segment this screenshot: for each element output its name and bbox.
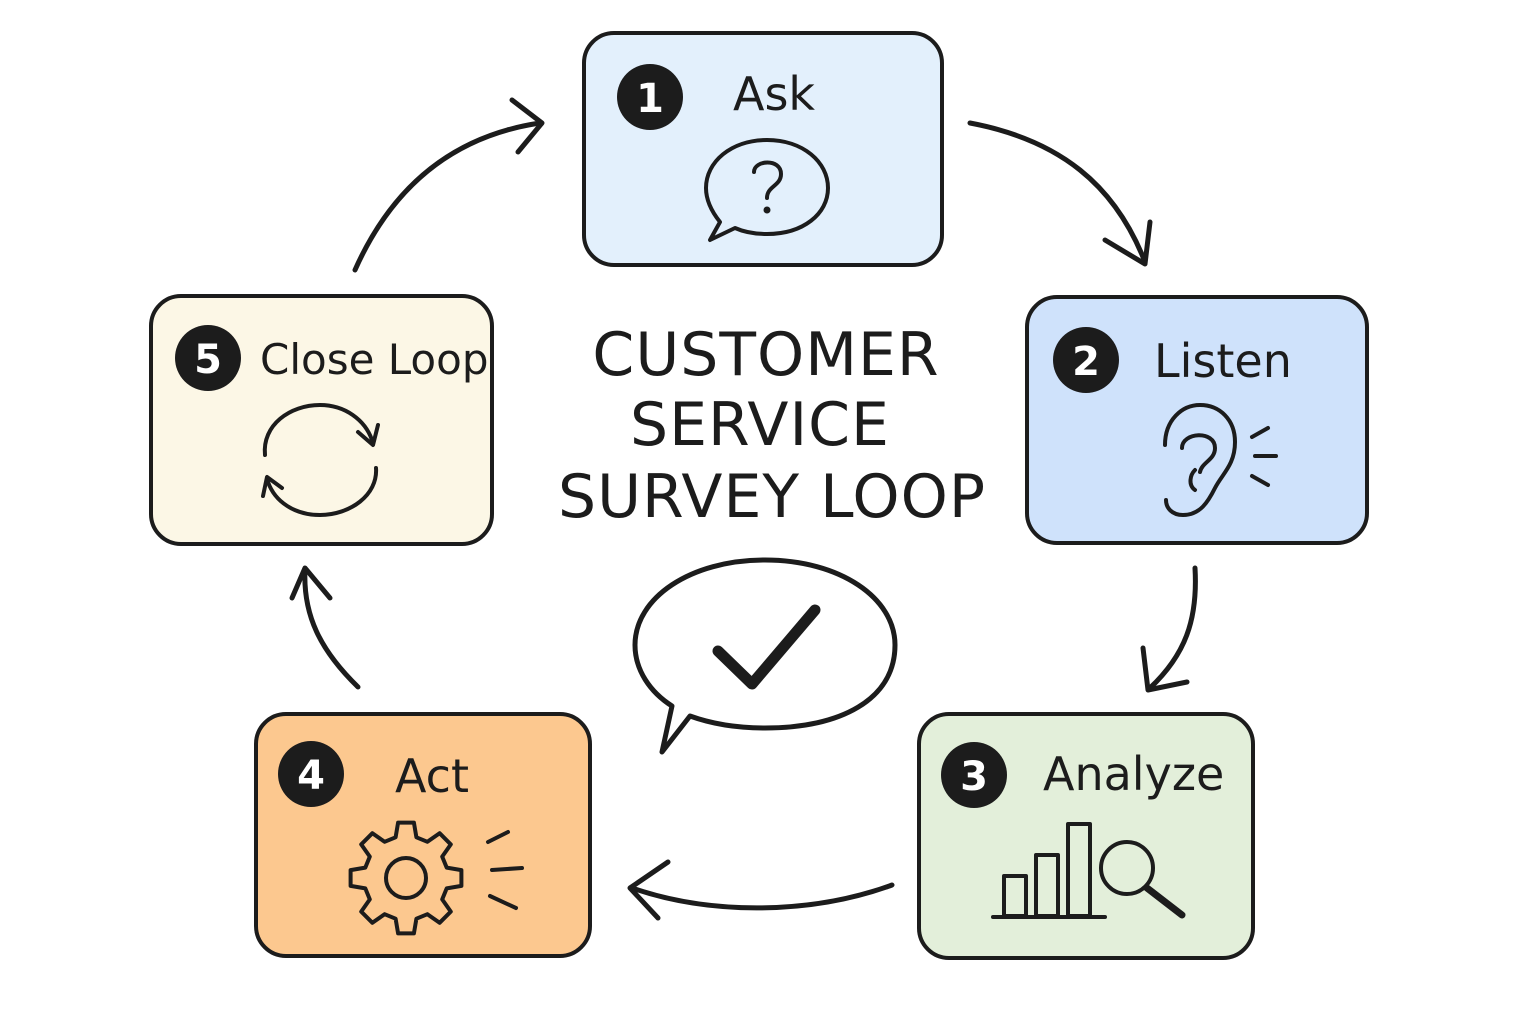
step-number-badge [941, 742, 1007, 808]
title-line-1: CUSTOMER [592, 320, 939, 390]
bar-chart-magnifier-icon [991, 822, 1186, 919]
step-card-ask: 1 Ask [582, 31, 944, 267]
step-label: Listen [1154, 334, 1292, 388]
title-line-2: SERVICE [630, 390, 890, 460]
step-number-badge [175, 325, 241, 391]
step-number: 1 [636, 76, 664, 122]
step-number: 4 [297, 753, 325, 799]
question-bubble-icon [704, 138, 830, 242]
gear-icon [348, 820, 524, 936]
step-number: 5 [194, 337, 222, 383]
flow-arrow-analyze-to-act [627, 859, 895, 921]
step-card-close-loop: 5 Close Loop [149, 294, 494, 546]
step-number-badge [278, 741, 344, 807]
step-number-badge [1053, 327, 1119, 393]
checkmark-bubble-icon [632, 557, 898, 755]
step-card-act: 4 Act [254, 712, 592, 958]
diagram-title: CUSTOMER SERVICE SURVEY LOOP [558, 320, 986, 532]
step-label: Close Loop [260, 335, 488, 384]
step-card-listen: 2 Listen [1025, 295, 1369, 545]
step-number-badge [617, 64, 683, 130]
step-label: Analyze [1043, 747, 1224, 801]
step-label: Ask [733, 67, 815, 121]
flow-arrow-ask-to-listen [967, 120, 1153, 267]
flow-arrow-act-to-closeloop [289, 565, 361, 690]
step-card-analyze: 3 Analyze [917, 712, 1255, 960]
step-number: 2 [1072, 339, 1100, 385]
step-label: Act [395, 749, 469, 803]
refresh-cycle-icon [261, 403, 380, 517]
step-number: 3 [960, 754, 988, 800]
ear-icon [1163, 403, 1278, 517]
flow-arrow-closeloop-to-ask [352, 97, 545, 273]
title-line-3: SURVEY LOOP [558, 462, 986, 532]
flow-arrow-listen-to-analyze [1140, 565, 1198, 693]
